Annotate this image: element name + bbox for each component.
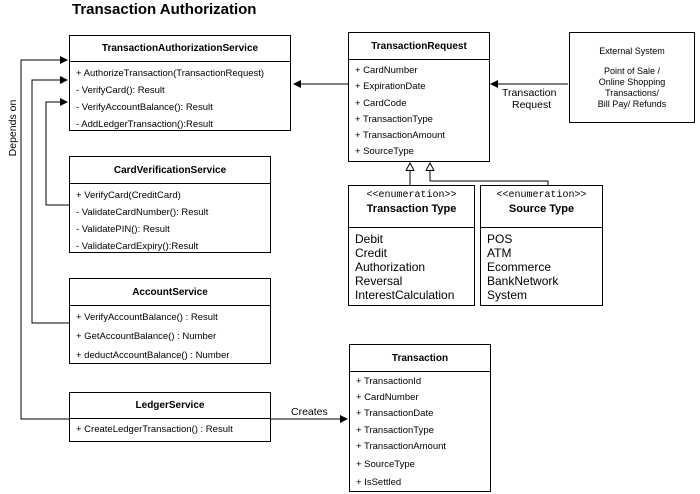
transaction-authorization-service-class: TransactionAuthorizationService + Author…: [69, 35, 291, 131]
transaction-request-label-line1: Transaction: [502, 87, 557, 99]
class-member: + TransactionAmount: [356, 440, 447, 452]
enum-value: Debit: [355, 232, 384, 246]
enum-values: Debit Credit Authorization Reversal Inte…: [349, 228, 474, 302]
card-verification-service-class: CardVerificationService + VerifyCard(Cre…: [69, 156, 271, 253]
external-system-name: External System: [599, 45, 665, 56]
enum-value: InterestCalculation: [355, 288, 455, 302]
source-type-to-request-connector: [430, 163, 549, 185]
external-system-box: External System Point of Sale / Online S…: [569, 32, 695, 123]
class-member: - ValidatePIN(): Result: [76, 224, 170, 235]
class-member: + TransactionId: [356, 376, 422, 387]
diagram-title: Transaction Authorization: [72, 1, 257, 18]
enum-value: BankNetwork: [487, 274, 559, 288]
class-name: LedgerService: [70, 393, 270, 419]
enum-name: Source Type: [508, 203, 575, 215]
depends-on-label: Depends on: [7, 99, 19, 157]
enum-value: Authorization: [355, 260, 426, 274]
external-system-line: Point of Sale /: [603, 65, 661, 76]
account-to-auth-connector: [31, 76, 69, 324]
class-member: + TransactionType: [356, 424, 434, 436]
enum-value: Ecommerce: [487, 260, 552, 274]
transaction-type-enum: <<enumeration>> Transaction Type Debit C…: [348, 185, 475, 306]
class-member: - VerifyAccountBalance(): Result: [76, 102, 213, 113]
enum-stereotype: <<enumeration>>: [496, 190, 587, 201]
class-members: + CardNumber + ExpirationDate + CardCode…: [349, 60, 489, 161]
class-members: + AuthorizeTransaction(TransactionReques…: [70, 62, 290, 133]
enum-value: Credit: [355, 246, 388, 260]
external-system-line: Online Shopping: [598, 76, 666, 87]
class-member: - ValidateCardNumber(): Result: [76, 207, 209, 218]
transaction-request-class: TransactionRequest + CardNumber + Expira…: [348, 32, 490, 162]
class-member: + VerifyCard(CreditCard): [76, 190, 181, 201]
class-member: + CardNumber: [356, 392, 419, 404]
class-member: + TransactionDate: [356, 408, 434, 420]
source-type-enum: <<enumeration>> Source Type POS ATM Ecom…: [480, 185, 603, 306]
transaction-request-label-line2: Request: [512, 99, 552, 111]
enum-value: ATM: [487, 246, 512, 260]
class-member: + TransactionAmount: [355, 130, 446, 142]
class-name: TransactionAuthorizationService: [70, 36, 290, 62]
class-member: + SourceType: [356, 459, 415, 471]
enum-value: System: [487, 288, 528, 302]
enum-name: Transaction Type: [366, 203, 457, 215]
enum-value: Reversal: [355, 274, 403, 288]
class-member: + CardCode: [355, 97, 407, 109]
class-member: - AddLedgerTransaction():Result: [76, 119, 213, 130]
class-member: + SourceType: [355, 146, 414, 158]
class-member: - ValidateCardExpiry():Result: [76, 241, 199, 252]
external-system-line: Bill Pay/ Refunds: [597, 98, 667, 109]
enum-value: POS: [487, 232, 513, 246]
class-members: + VerifyCard(CreditCard) - ValidateCardN…: [70, 184, 270, 255]
class-member: + CreateLedgerTransaction() : Result: [76, 424, 233, 435]
account-service-class: AccountService + VerifyAccountBalance() …: [69, 278, 271, 364]
class-member: + deductAccountBalance() : Number: [76, 350, 230, 361]
class-member: + TransactionType: [355, 113, 433, 125]
class-members: + TransactionId + CardNumber + Transacti…: [350, 372, 490, 491]
class-name: CardVerificationService: [70, 157, 270, 184]
class-member: + IsSettled: [356, 477, 402, 489]
class-member: + AuthorizeTransaction(TransactionReques…: [76, 68, 265, 79]
class-member: + ExpirationDate: [355, 81, 426, 93]
class-member: + CardNumber: [355, 65, 418, 76]
enum-header: <<enumeration>> Source Type: [481, 186, 602, 228]
enum-header: <<enumeration>> Transaction Type: [349, 186, 474, 228]
creates-label: Creates: [291, 406, 328, 418]
class-members: + VerifyAccountBalance() : Result + GetA…: [70, 306, 270, 365]
enum-stereotype: <<enumeration>>: [366, 190, 457, 201]
external-system-line: Transactions/: [605, 87, 659, 98]
class-name: TransactionRequest: [349, 33, 489, 60]
card-to-auth-connector: [45, 98, 69, 206]
class-member: + VerifyAccountBalance() : Result: [76, 312, 218, 323]
class-member: + GetAccountBalance() : Number: [76, 331, 217, 342]
class-name: Transaction: [350, 345, 490, 372]
class-members: + CreateLedgerTransaction() : Result: [70, 419, 270, 439]
transaction-class: Transaction + TransactionId + CardNumber…: [349, 344, 491, 492]
class-name: AccountService: [70, 279, 270, 306]
ledger-service-class: LedgerService + CreateLedgerTransaction(…: [69, 392, 271, 442]
enum-values: POS ATM Ecommerce BankNetwork System: [481, 228, 602, 302]
class-member: - VerifyCard(): Result: [76, 85, 165, 96]
depends-on-connector: [20, 56, 69, 420]
